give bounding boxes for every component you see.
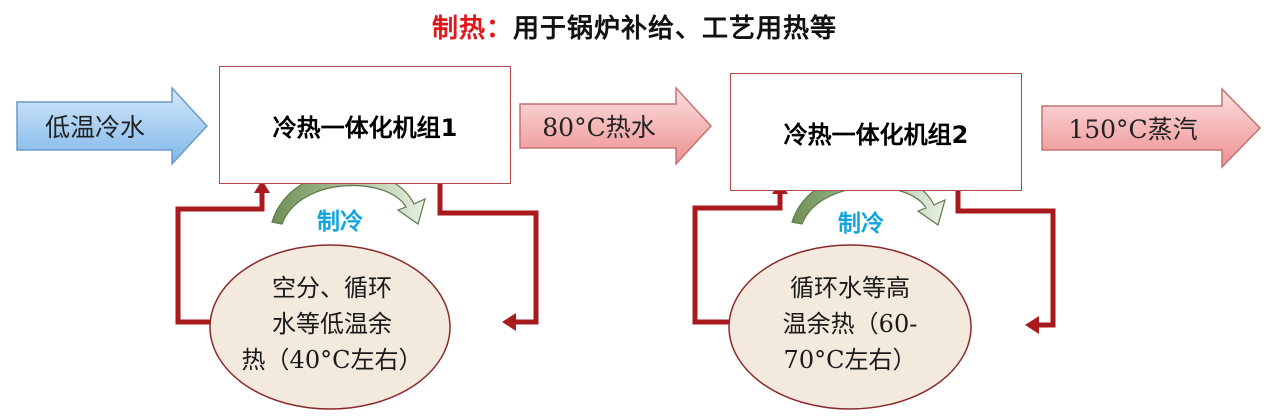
title-rest: 用于锅炉补给、工艺用热等: [513, 14, 838, 44]
heat-source-1-line-2: 水等低温余: [272, 310, 392, 338]
loop1-left-arrowhead: [502, 313, 516, 331]
steam-150-label: 150°C蒸汽: [1068, 115, 1198, 144]
loop1-up-arrowhead: [254, 180, 270, 193]
low-temp-water-label: 低温冷水: [44, 113, 145, 142]
hot-water-80-label: 80°C热水: [542, 113, 656, 142]
cooling-label-1: 制冷: [317, 209, 363, 235]
heat-source-ellipse-1: [209, 244, 451, 410]
heat-source-1-text: 空分、循环 水等低温余 热（40°C左右）: [232, 270, 432, 378]
heat-source-1-line-1: 空分、循环: [272, 274, 392, 302]
unit-1-box: 冷热一体化机组1: [219, 66, 511, 184]
loop2-left-arrowhead: [1025, 316, 1039, 334]
unit-2-box: 冷热一体化机组2: [730, 73, 1022, 191]
title-highlight: 制热：: [431, 14, 513, 44]
low-temp-water-arrow: [16, 86, 209, 166]
cooling-label-2: 制冷: [838, 211, 884, 237]
loop1-supply-line: [437, 184, 539, 325]
heat-source-2-line-1: 循环水等高: [790, 274, 910, 302]
heat-source-ellipse-2: [728, 244, 972, 410]
steam-150-arrow: [1041, 87, 1262, 169]
loop2-return-line: [692, 193, 783, 325]
heat-source-2-line-3: 70°C左右）: [783, 346, 917, 374]
hot-water-80-arrow: [519, 86, 713, 166]
heat-source-2-line-2: 温余热（60-: [782, 310, 918, 338]
loop1-return-line: [175, 192, 265, 325]
heat-source-1-line-3: 热（40°C左右）: [241, 346, 423, 374]
heat-source-2-text: 循环水等高 温余热（60- 70°C左右）: [750, 270, 950, 378]
page-title: 制热：用于锅炉补给、工艺用热等: [0, 8, 1269, 45]
loop2-supply-line: [955, 186, 1056, 328]
